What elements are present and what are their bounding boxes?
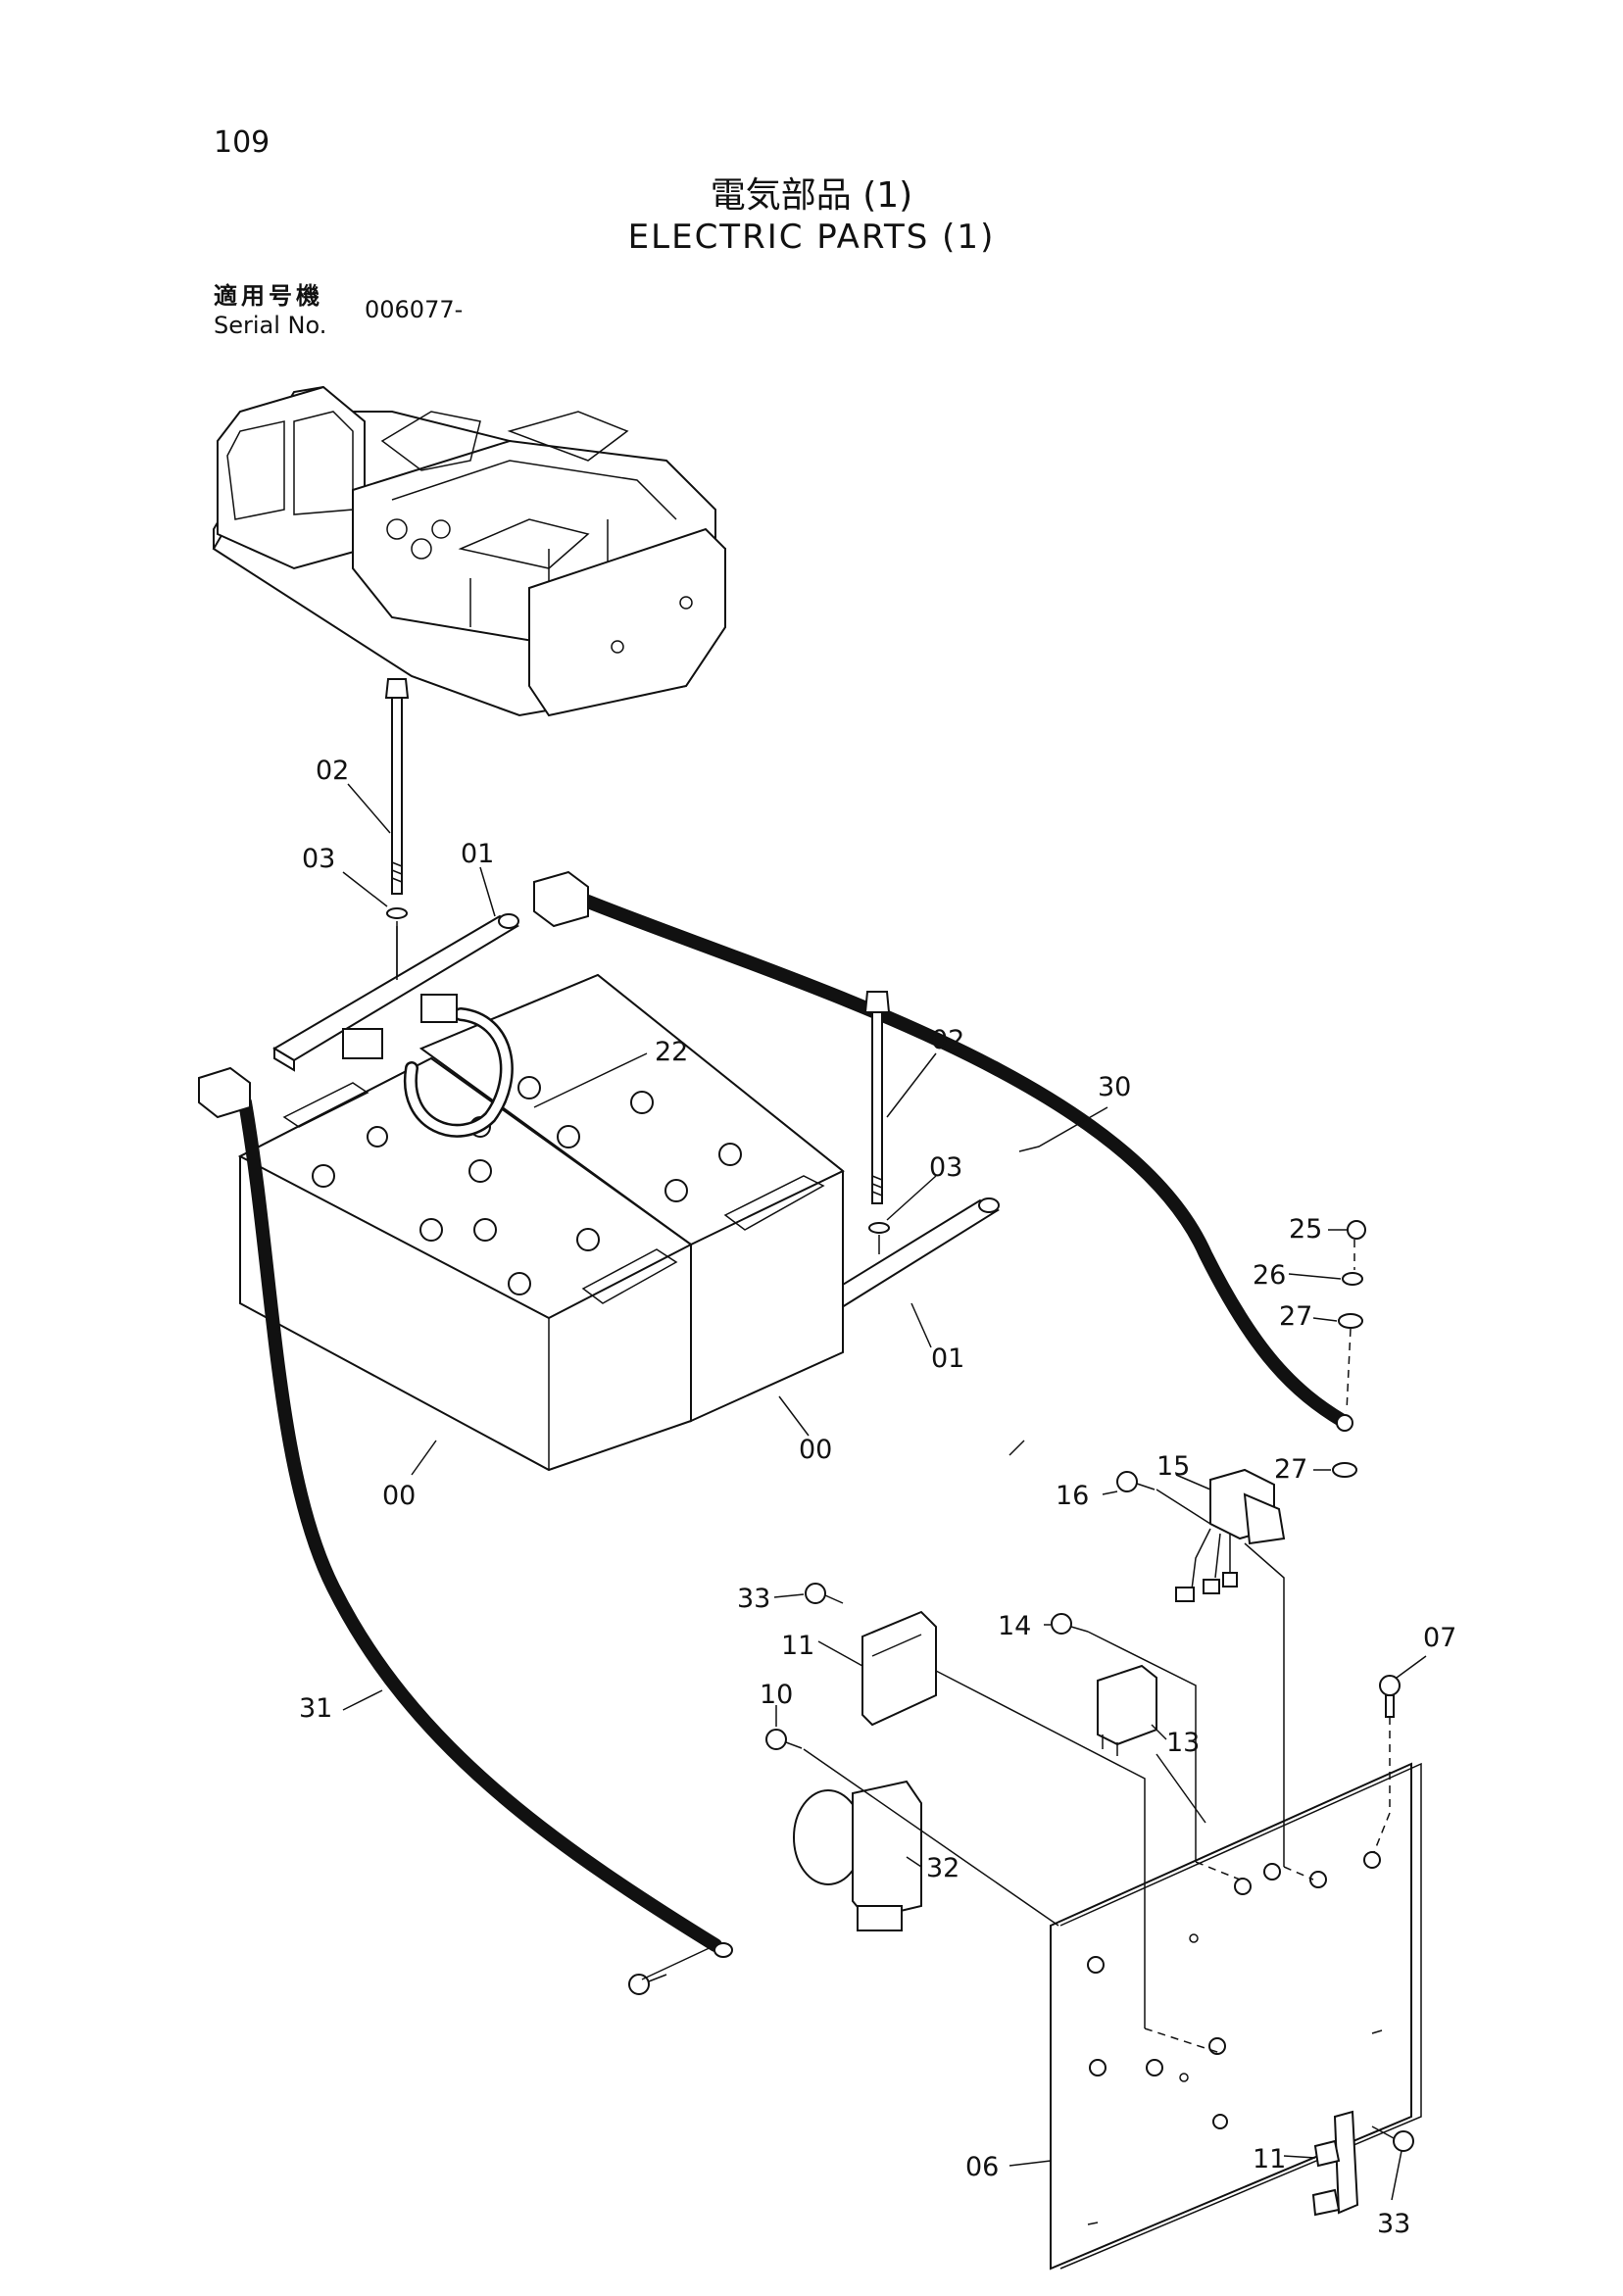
callout-11-lower: 11 <box>1253 2144 1286 2174</box>
cable-30 <box>533 870 1353 1432</box>
callout-31: 31 <box>299 1693 332 1724</box>
washer-03-left <box>386 907 408 919</box>
callout-11-upper: 11 <box>781 1631 814 1661</box>
callout-10: 10 <box>760 1680 793 1710</box>
callout-06: 06 <box>965 2152 999 2182</box>
hardware-25-27 <box>1332 1220 1366 1478</box>
serial-label-english: Serial No. <box>214 312 327 339</box>
bolt-02-right <box>863 991 891 1204</box>
callout-13: 13 <box>1166 1728 1200 1758</box>
callout-27-upper: 27 <box>1279 1301 1312 1332</box>
bolt-cable-terminal <box>628 1974 667 1995</box>
callout-00-left: 00 <box>382 1481 416 1511</box>
callout-26: 26 <box>1253 1260 1286 1291</box>
relay-13 <box>1051 1613 1157 1756</box>
jumper-cable-22 <box>342 994 514 1138</box>
mounting-panel-06 <box>1050 1762 1422 2271</box>
washer-03-right <box>868 1222 890 1234</box>
bracket-11-upper <box>805 1583 937 1727</box>
callout-07: 07 <box>1423 1623 1456 1653</box>
callout-25: 25 <box>1289 1214 1322 1245</box>
callout-03-left: 03 <box>302 844 335 874</box>
callout-02-left: 02 <box>316 756 349 786</box>
bolt-02-left <box>384 678 410 895</box>
serial-number-value: 006077- <box>365 296 464 323</box>
cable-31 <box>198 1066 733 1958</box>
page-number: 109 <box>214 125 270 160</box>
bolt-07 <box>1379 1675 1401 1718</box>
battery-00-left <box>237 1056 693 1472</box>
callout-00-right: 00 <box>799 1435 832 1465</box>
callout-33-upper: 33 <box>737 1584 770 1614</box>
callout-33-lower: 33 <box>1377 2209 1410 2239</box>
bracket-11-lower <box>1311 2110 1414 2217</box>
callout-22: 22 <box>655 1037 688 1067</box>
callout-02-right: 02 <box>931 1025 964 1055</box>
callout-27-lower: 27 <box>1274 1454 1307 1485</box>
battery-relay-15 <box>1116 1468 1286 1602</box>
page-title-japanese: 電気部品 (1) <box>710 175 913 216</box>
callout-leaders <box>342 783 1427 2201</box>
callout-30: 30 <box>1098 1072 1131 1102</box>
callout-numbers: 02 03 01 22 02 30 03 25 26 27 01 00 00 2… <box>299 756 1456 2239</box>
horn-32 <box>765 1729 922 1931</box>
callout-14: 14 <box>998 1611 1031 1641</box>
serial-label-japanese: 適用号機 <box>214 282 323 310</box>
bracket-01-left <box>272 913 519 1072</box>
callout-01-right: 01 <box>931 1343 964 1374</box>
battery-terminals <box>312 1076 742 1295</box>
callout-15: 15 <box>1156 1451 1190 1482</box>
callout-32: 32 <box>926 1853 959 1883</box>
callout-01-left: 01 <box>461 839 494 869</box>
assembly-lines <box>396 926 1391 2054</box>
excavator-illustration <box>212 385 726 717</box>
page-title-english: ELECTRIC PARTS (1) <box>627 218 996 257</box>
callout-03-right: 03 <box>929 1152 962 1183</box>
callout-16: 16 <box>1056 1481 1089 1511</box>
